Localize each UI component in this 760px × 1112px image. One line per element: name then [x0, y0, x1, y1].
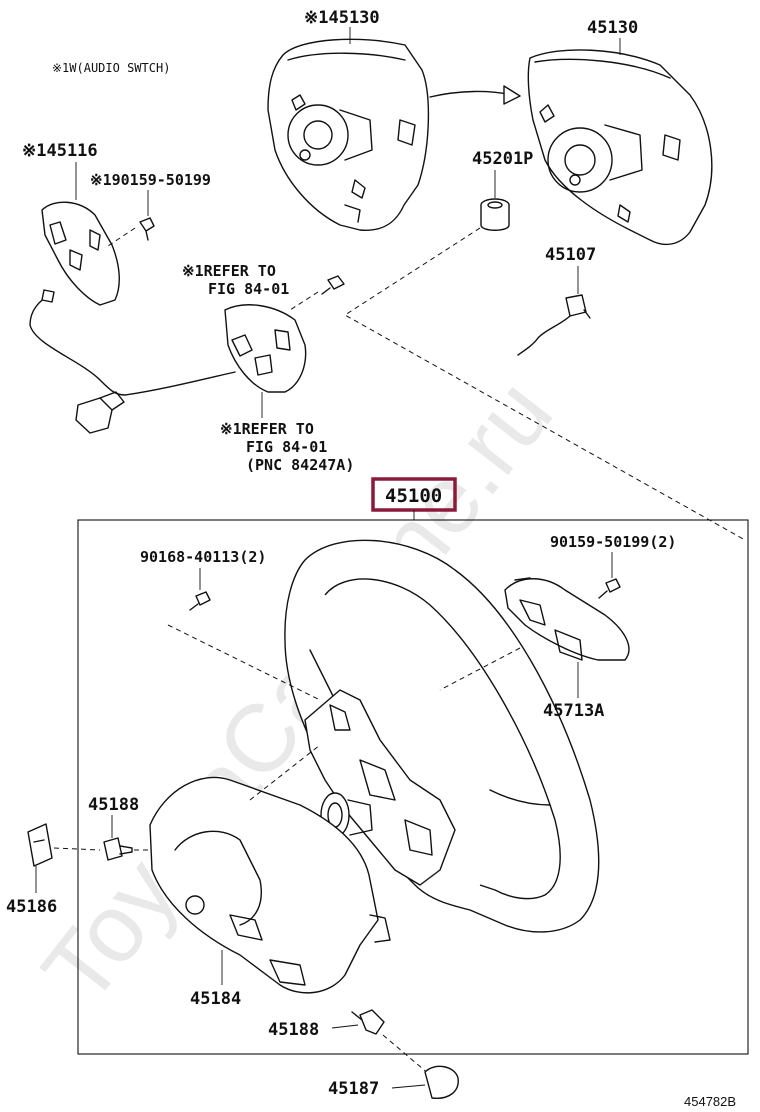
screw-45188-bottom[interactable] — [351, 1009, 385, 1035]
label-90168: 90168-40113(2) — [140, 548, 266, 566]
label-45116: ※145116 — [22, 141, 98, 161]
label-45201P: 45201P — [472, 149, 533, 169]
label-45130-star: ※145130 — [304, 8, 380, 28]
label-45713A: 45713A — [543, 701, 604, 721]
cap-45186[interactable] — [27, 823, 53, 867]
figure-id: 454782B — [684, 1094, 736, 1109]
label-45187: 45187 — [328, 1079, 379, 1099]
screw-90159-top[interactable] — [139, 217, 155, 241]
note-refer-top-2: FIG 84-01 — [208, 280, 289, 298]
steering-wheel[interactable] — [284, 539, 600, 933]
audio-switch-45116[interactable] — [41, 201, 120, 306]
lower-cover-45184[interactable] — [149, 776, 391, 994]
screw-90159-pair[interactable] — [598, 578, 621, 599]
steering-switch-84-01[interactable] — [224, 304, 307, 393]
note-audio-switch: ※1W(AUDIO SWTCH) — [52, 61, 170, 75]
note-refer-bot-1: ※1REFER TO — [220, 420, 314, 438]
note-refer-bot-3: (PNC 84247A) — [246, 456, 354, 474]
label-90159-star: ※190159-50199 — [90, 171, 211, 189]
screw-refer-top[interactable] — [321, 275, 345, 295]
screw-90168[interactable] — [189, 591, 211, 611]
audio-switch-cable — [29, 289, 236, 434]
label-45130: 45130 — [587, 18, 638, 38]
assembly-frame-45100 — [77, 519, 749, 1055]
note-refer-bot-2: FIG 84-01 — [246, 438, 327, 456]
label-45188-b: 45188 — [268, 1020, 319, 1040]
cap-45187[interactable] — [424, 1065, 459, 1099]
transfer-arrow — [429, 85, 521, 105]
horn-wire-45107[interactable] — [517, 294, 591, 356]
label-45184: 45184 — [190, 989, 241, 1009]
label-45186: 45186 — [6, 897, 57, 917]
cover-45713A[interactable] — [504, 577, 630, 661]
label-45100[interactable]: 45100 — [385, 485, 442, 507]
airbag-assembly-audio[interactable] — [267, 38, 430, 232]
note-refer-top-1: ※1REFER TO — [182, 262, 276, 280]
screw-45188-side[interactable] — [103, 837, 133, 861]
spacer-45201P[interactable] — [480, 198, 510, 231]
label-45107: 45107 — [545, 245, 596, 265]
airbag-assembly[interactable] — [527, 49, 713, 246]
label-45188-a: 45188 — [88, 795, 139, 815]
label-90159-2: 90159-50199(2) — [550, 533, 676, 551]
